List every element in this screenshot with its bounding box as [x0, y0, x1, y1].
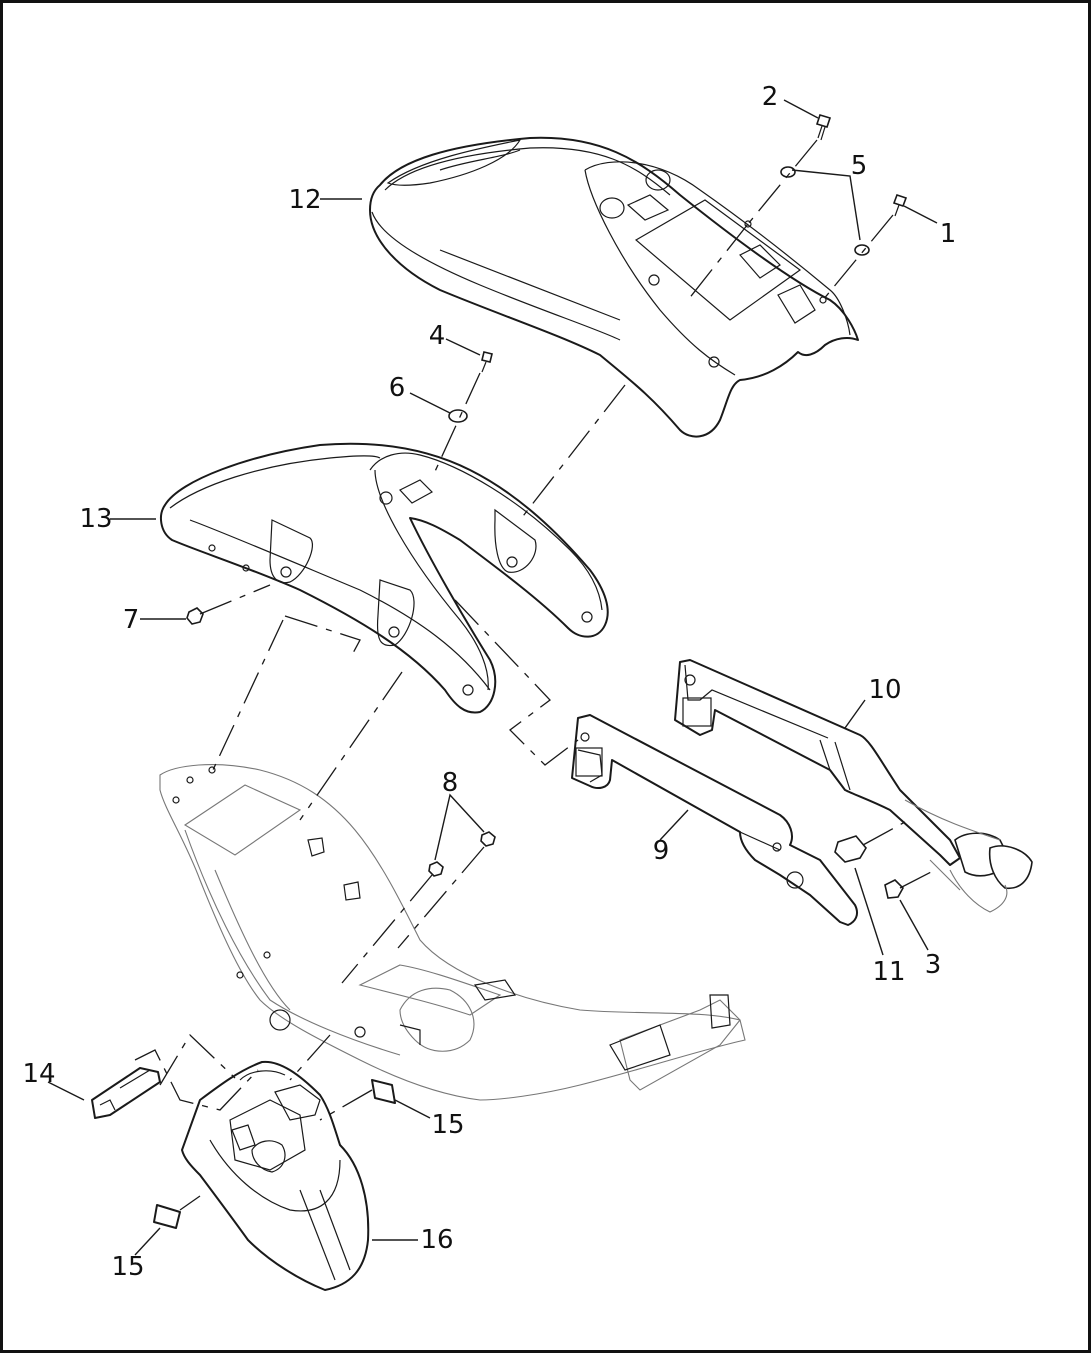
- callout-9: 9: [653, 836, 670, 866]
- callout-15-upper: 15: [431, 1110, 464, 1140]
- callout-3: 3: [925, 950, 942, 980]
- frame-assembly-ghost: [159, 764, 746, 1101]
- callout-6: 6: [389, 373, 406, 403]
- part-10-rail-bracket: [674, 659, 1033, 913]
- part-12-rear-fender: [369, 136, 859, 438]
- callout-14: 14: [22, 1059, 55, 1089]
- callout-5: 5: [851, 151, 868, 181]
- callout-10: 10: [868, 675, 901, 705]
- part-14-connector: [91, 1067, 161, 1119]
- assembly-lines: [134, 139, 936, 1211]
- part-9-support-bracket: [571, 714, 858, 926]
- callout-11: 11: [872, 957, 905, 987]
- part-15-reflectors: [153, 1079, 396, 1229]
- part-13-fender-support: [159, 442, 609, 714]
- callout-8: 8: [442, 768, 459, 798]
- callout-7: 7: [123, 605, 140, 635]
- callout-4: 4: [429, 321, 446, 351]
- callout-labels: 2 5 1 12 4 6 13 7 10 8 9 11 3 14 15 16 1…: [22, 82, 956, 1282]
- leader-lines: [47, 99, 938, 1256]
- callout-1: 1: [940, 219, 957, 249]
- callout-12: 12: [288, 185, 321, 215]
- callout-13: 13: [79, 504, 112, 534]
- callout-15-lower: 15: [111, 1252, 144, 1282]
- callout-16: 16: [420, 1225, 453, 1255]
- hardware-items: [186, 114, 908, 899]
- callout-2: 2: [762, 82, 779, 112]
